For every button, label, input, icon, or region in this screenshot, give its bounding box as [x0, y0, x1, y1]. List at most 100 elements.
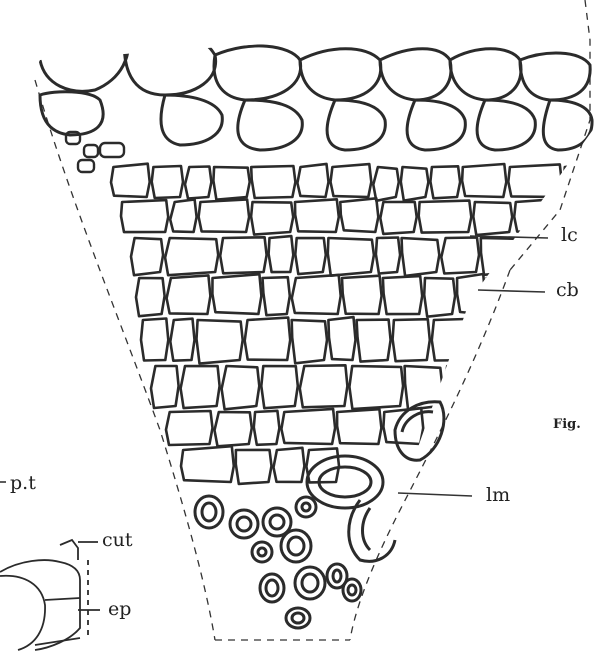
- wedge-upper-right-edge: [510, 0, 590, 270]
- lumen-cell: [252, 542, 272, 562]
- cell: [222, 366, 260, 409]
- inset-cuticle: [60, 540, 78, 560]
- cortex-cells: [111, 164, 595, 484]
- cell: [181, 446, 234, 482]
- cell: [401, 167, 429, 201]
- cell: [78, 160, 94, 172]
- cell: [185, 167, 211, 199]
- cell: [215, 412, 252, 446]
- lumen-cell-inner: [237, 517, 251, 531]
- cell: [251, 166, 295, 198]
- cell: [121, 200, 168, 232]
- inset-cell-outline: [0, 560, 80, 650]
- cell: [220, 237, 266, 273]
- cell: [564, 164, 595, 197]
- cell: [477, 100, 535, 150]
- lm-leader: [398, 493, 472, 496]
- cell: [199, 199, 250, 232]
- cell: [274, 448, 305, 482]
- lumen-cell: [343, 579, 361, 601]
- cell: [166, 411, 213, 445]
- cell: [521, 234, 539, 272]
- cell: [295, 199, 339, 232]
- lumen-cell: [296, 497, 316, 517]
- cell: [136, 278, 165, 316]
- cell: [432, 319, 483, 361]
- cell: [328, 317, 355, 360]
- label-cut: cut: [102, 531, 133, 550]
- lumen-cell: [281, 530, 311, 562]
- cell: [269, 236, 294, 272]
- cell: [292, 320, 327, 363]
- cell: [170, 199, 196, 232]
- cell: [100, 143, 124, 157]
- cell: [462, 164, 506, 197]
- sclerenchyma-cells: [195, 402, 444, 628]
- cell: [197, 320, 243, 364]
- cell: [212, 274, 261, 314]
- cell: [152, 166, 183, 198]
- lumen-cell-inner: [292, 613, 304, 623]
- cell: [245, 318, 291, 360]
- top-parenchyma-cells: [40, 19, 592, 150]
- cell: [170, 319, 194, 361]
- cell: [383, 276, 422, 314]
- lumen-cell-inner: [266, 580, 278, 596]
- lumen-cell: [286, 608, 310, 628]
- cell: [508, 164, 562, 197]
- label-pt: p.t: [10, 474, 36, 493]
- lumen-cell: [260, 574, 284, 602]
- lumen-cell-inner: [348, 585, 356, 595]
- inset-epidermis-figure: [0, 540, 100, 650]
- cell: [380, 49, 451, 100]
- cell: [342, 276, 382, 314]
- cell: [376, 238, 400, 274]
- lumen-cell-curve: [349, 500, 395, 561]
- cell: [111, 164, 150, 197]
- cell: [131, 238, 163, 275]
- cell: [419, 201, 472, 233]
- cell: [373, 167, 399, 201]
- cell: [167, 275, 211, 314]
- label-lc: lc: [561, 226, 578, 245]
- cell: [181, 366, 220, 408]
- lumen-cell-inner: [302, 574, 318, 592]
- cell: [543, 100, 592, 150]
- cell: [402, 238, 440, 276]
- lumen-cell-inner: [202, 503, 216, 521]
- cell: [450, 49, 521, 100]
- cell: [430, 166, 460, 198]
- inset-inner-cell: [0, 576, 45, 650]
- cell: [261, 366, 298, 408]
- lumen-cell-inner: [302, 503, 310, 511]
- cell: [300, 365, 348, 407]
- cell: [300, 49, 381, 100]
- cell: [444, 364, 469, 406]
- lumen-cell: [195, 496, 223, 528]
- cell: [327, 100, 385, 150]
- cell: [407, 100, 465, 150]
- cell: [328, 238, 374, 276]
- wedge-right-edge: [350, 270, 510, 640]
- cell: [340, 198, 378, 232]
- cell: [331, 164, 372, 197]
- cell: [441, 238, 479, 274]
- lumen-cell: [295, 567, 325, 599]
- lumen-cell-arc-inner: [402, 412, 433, 432]
- lumen-cell-inner: [288, 537, 304, 555]
- cell: [165, 238, 218, 275]
- cell: [357, 320, 391, 362]
- cell: [238, 100, 303, 150]
- cell: [151, 366, 179, 408]
- cell: [161, 95, 222, 145]
- cell: [213, 167, 249, 200]
- cell: [520, 53, 590, 100]
- cell: [295, 238, 326, 274]
- cell: [124, 26, 215, 95]
- cell: [297, 164, 328, 197]
- lumen-cell-inner: [270, 515, 284, 529]
- cell: [306, 448, 339, 482]
- label-cb: cb: [556, 281, 579, 300]
